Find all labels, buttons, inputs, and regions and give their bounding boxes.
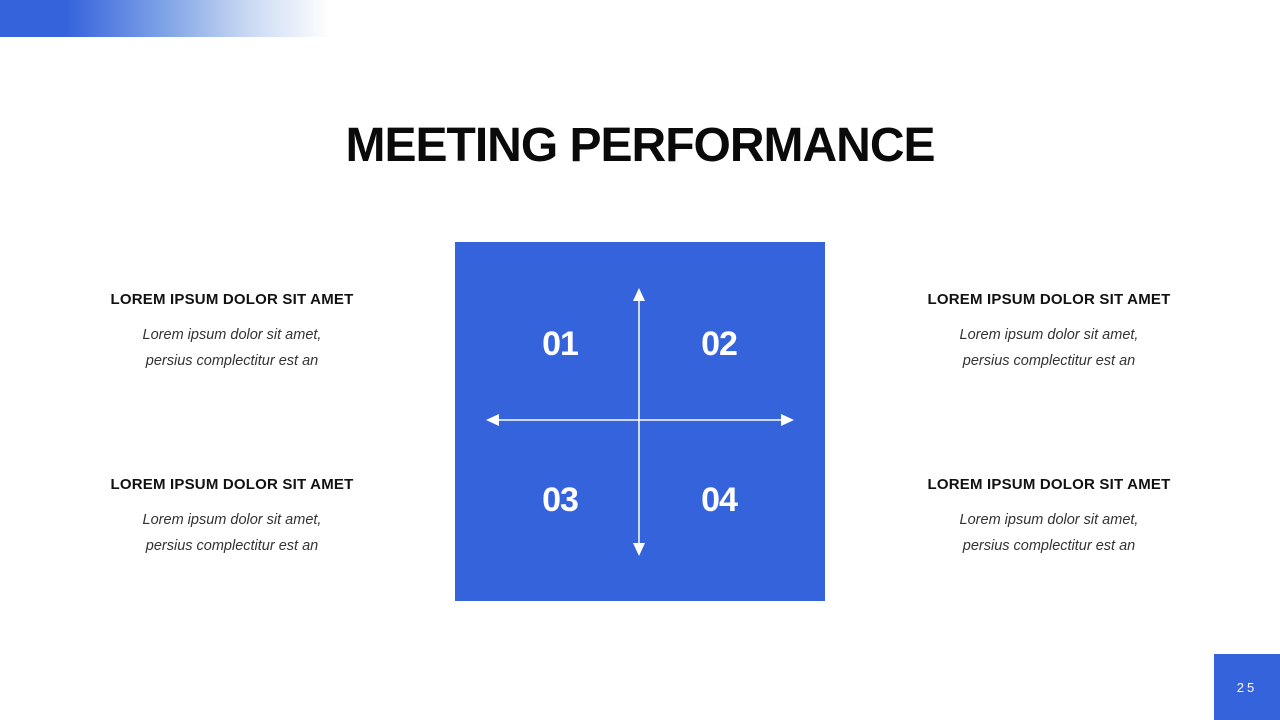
quadrant-label-02: 02 (701, 325, 738, 363)
quadrant-label-01: 01 (542, 325, 579, 363)
block-line: persius complectitur est an (145, 353, 319, 369)
block-body: Lorem ipsum dolor sit amet, persius comp… (899, 507, 1199, 559)
page-title: MEETING PERFORMANCE (345, 119, 935, 172)
block-heading: LOREM IPSUM DOLOR SIT AMET (110, 291, 354, 308)
block-body: Lorem ipsum dolor sit amet, persius comp… (82, 507, 382, 559)
block-heading: LOREM IPSUM DOLOR SIT AMET (110, 476, 354, 493)
block-line: Lorem ipsum dolor sit amet, (142, 327, 322, 343)
block-line: Lorem ipsum dolor sit amet, (959, 512, 1139, 528)
block-line: persius complectitur est an (962, 538, 1136, 554)
block-heading: LOREM IPSUM DOLOR SIT AMET (927, 476, 1171, 493)
block-line: Lorem ipsum dolor sit amet, (142, 512, 322, 528)
block-heading: LOREM IPSUM DOLOR SIT AMET (927, 291, 1171, 308)
quadrant-matrix: 01 02 03 04 (455, 242, 825, 601)
page-number-badge: 25 (1214, 654, 1280, 720)
block-body: Lorem ipsum dolor sit amet, persius comp… (82, 322, 382, 374)
block-body: Lorem ipsum dolor sit amet, persius comp… (899, 322, 1199, 374)
info-block-top-right: LOREM IPSUM DOLOR SIT AMET Lorem ipsum d… (899, 291, 1199, 374)
info-block-top-left: LOREM IPSUM DOLOR SIT AMET Lorem ipsum d… (82, 291, 382, 374)
axis-arrows-icon (486, 288, 794, 556)
quadrant-label-03: 03 (542, 481, 579, 519)
info-block-bottom-right: LOREM IPSUM DOLOR SIT AMET Lorem ipsum d… (899, 476, 1199, 559)
block-line: persius complectitur est an (962, 353, 1136, 369)
block-line: Lorem ipsum dolor sit amet, (959, 327, 1139, 343)
block-line: persius complectitur est an (145, 538, 319, 554)
info-block-bottom-left: LOREM IPSUM DOLOR SIT AMET Lorem ipsum d… (82, 476, 382, 559)
page-number: 25 (1236, 679, 1258, 695)
quadrant-label-04: 04 (701, 481, 738, 519)
top-gradient-bar (0, 0, 330, 37)
